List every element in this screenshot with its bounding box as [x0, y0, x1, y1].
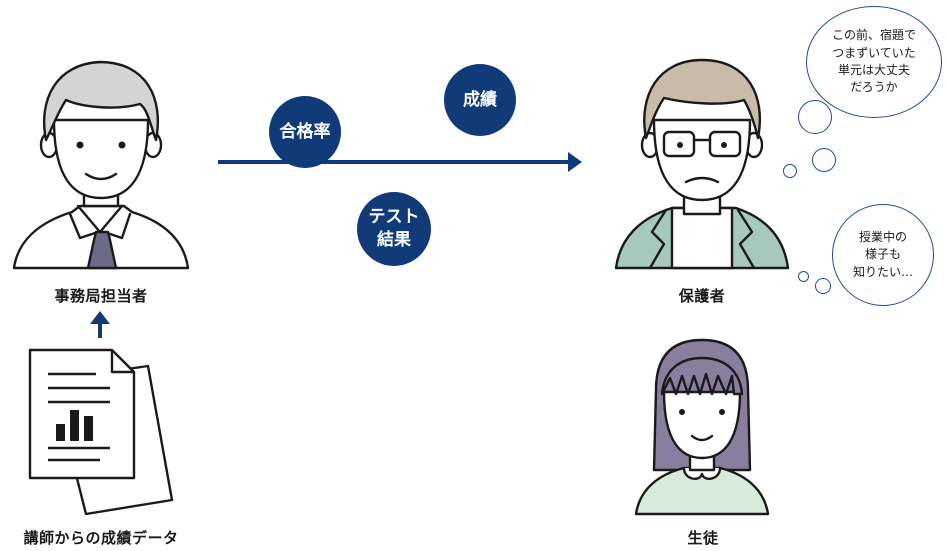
thought-bubble-homework: この前、宿題で つまずいていた 単元は大丈夫 だろうか — [806, 6, 942, 118]
grades-label: 成績 — [463, 89, 497, 110]
thought-classroom-text: 授業中の 様子も 知りたい… — [852, 229, 913, 279]
staff-label: 事務局担当者 — [54, 287, 148, 305]
pass-rate-label: 合格率 — [279, 121, 331, 142]
student-person-icon — [634, 338, 770, 516]
thought-dot-large — [798, 100, 832, 134]
thought-dot-medium — [812, 148, 836, 172]
thought-bubble-classroom: 授業中の 様子も 知りたい… — [832, 204, 934, 306]
thought-dot-classroom-small — [798, 271, 809, 282]
guardian-person-icon — [614, 58, 790, 270]
thought-dot-small — [783, 164, 797, 178]
test-results-label-line2: 結果 — [377, 230, 411, 250]
pass-rate-badge: 合格率 — [269, 96, 341, 168]
guardian-label: 保護者 — [678, 287, 726, 305]
thought-homework-text: この前、宿題で つまずいていた 単元は大丈夫 だろうか — [831, 28, 916, 95]
upload-arrow-icon — [90, 311, 110, 338]
grades-badge: 成績 — [444, 64, 516, 136]
document-icon — [28, 348, 174, 516]
flow-arrow — [218, 152, 582, 172]
test-results-label-line1: テスト — [368, 207, 420, 228]
student-label: 生徒 — [687, 529, 719, 547]
staff-person-icon — [12, 60, 190, 270]
document-label: 講師からの成績データ — [23, 529, 179, 547]
test-results-badge: テスト 結果 — [357, 192, 431, 266]
thought-dot-classroom-medium — [815, 278, 831, 294]
